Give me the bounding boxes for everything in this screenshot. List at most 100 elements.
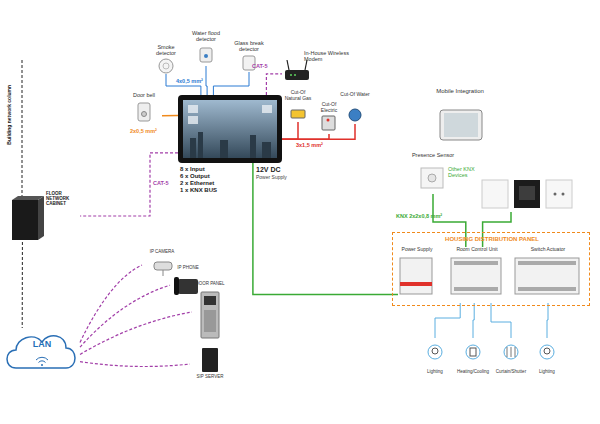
lighting-load: Lighting [532,338,562,380]
supply-label: Power Supply [256,175,296,181]
node-label: Room Control Unit [449,247,505,253]
wire-connector [80,312,192,354]
presence-sensor: Presence Sensor [412,152,454,194]
knx-switch-button [562,193,565,196]
gas-valve: Cut-Of Natural Gas [282,90,314,122]
node-label: In-House Wireless Modem [304,50,352,62]
power-supply-device [400,258,432,294]
node-label: DOOR PANEL [192,282,228,287]
knx-switch-icon [546,180,572,208]
presence-sensor-lens [428,174,436,182]
wire-connector [253,163,398,295]
network-cabinet-top [12,196,44,200]
door-panel-icon [201,292,219,338]
wire-connector [282,122,298,139]
terminal-row [454,261,498,265]
wire-label: 3x1,5 mm² [296,142,336,148]
ip-phone-icon [178,279,198,294]
node-label: SIP SERVER [190,375,230,380]
touch-panel: 8 x Input6 x Output2 x Ethernet1 x KNX B… [178,95,282,163]
switch-actuator-device [515,258,579,294]
screen-skyline [190,138,196,158]
wire-connector [80,362,190,367]
wire-connector [206,66,207,95]
node-label: FLOOR NETWORK CABINET [46,192,80,207]
gas-valve-icon [291,110,305,118]
wire-connector [435,303,460,338]
node-label: Power Supply [394,247,440,253]
modem-led [290,74,292,76]
modem-led [294,74,296,76]
bulb-glyph [544,348,550,354]
knx-switch-button [554,193,557,196]
wire-connector [80,265,142,342]
node-label: Cut-Of Natural Gas [282,90,314,101]
node-label: Switch Actuator [513,247,583,253]
curtain-glyph [507,347,515,357]
lan-cloud-icon [7,336,75,368]
node-label: 2 x Ethernet [180,180,270,187]
screen-icon [188,105,198,113]
screen-skyline [220,140,228,158]
wire-label: KNX 2x2x0,8 mm² [396,213,456,219]
room-control-unit: Room Control Unit [449,247,505,303]
curtain-symbol [504,345,518,359]
wire-label: CAT-5 [153,180,177,186]
power-supply: Power Supply [398,247,436,303]
wire-connector [213,72,249,95]
knx-switch-display [519,186,535,200]
node-label: LAN [10,340,74,350]
bulb-glyph [432,348,438,354]
wire-connector [22,242,23,328]
terminal-row [454,287,498,291]
switch-actuator: Switch Actuator [513,247,583,303]
flood-detector: Water flood detector [186,30,226,66]
node-label: Mobile Integration [425,88,495,95]
node-label: 1 x KNX BUS [180,187,270,194]
knx-devices: Other KNX Devices [446,164,576,212]
electric-cutoff-icon [322,116,335,130]
network-cabinet-side [38,196,44,240]
node-label: HOUSING DISTRIBUTION PANEL [393,236,591,243]
lighting-symbol [428,345,442,359]
wire-connector [282,124,355,139]
water-valve-icon [349,109,361,121]
ip-camera-icon [154,262,172,270]
radiator-glyph [470,348,476,356]
door-bell: Door bell [126,92,162,126]
node-label: Cut-Of Electric [314,102,344,113]
wire-connector [266,74,282,95]
wire-connector [491,303,511,338]
wire-label: CAT-5 [252,63,276,69]
screen-icon [188,116,198,124]
building-column-line [22,60,23,200]
node-label: Other KNX Devices [448,166,482,178]
lighting-symbol [540,345,554,359]
column-label: Building network column [7,60,13,170]
wifi-arc [39,361,46,363]
node-label: Lighting [415,370,455,375]
screen-skyline [262,142,271,158]
network-cabinet-icon [12,200,38,240]
hvac-symbol [466,345,480,359]
lighting-load: Lighting [420,338,450,380]
node-label: Lighting [527,370,567,375]
node-label: Cut-Of Water [340,92,370,98]
curtain-load: Curtain/Shutter [494,338,528,380]
touch-panel-frame [178,95,282,163]
presence-sensor-icon [421,168,443,188]
door-panel-camera [204,296,216,305]
ip-camera: IP CAMERA [142,250,182,280]
node-label: Glass break detector [230,40,268,52]
node-label: Presence Sensor [408,152,458,158]
ip-phone-handset [174,277,179,295]
wireless-modem: In-House Wireless Modem [282,50,352,84]
network-cabinet: FLOOR NETWORK CABINET [8,190,80,242]
wire-connector [282,134,329,139]
knx-switch-icon [482,180,508,208]
tablet-screen [444,113,478,137]
door-bell-button [142,112,147,117]
electric-cutoff: Cut-Of Electric [314,102,344,134]
